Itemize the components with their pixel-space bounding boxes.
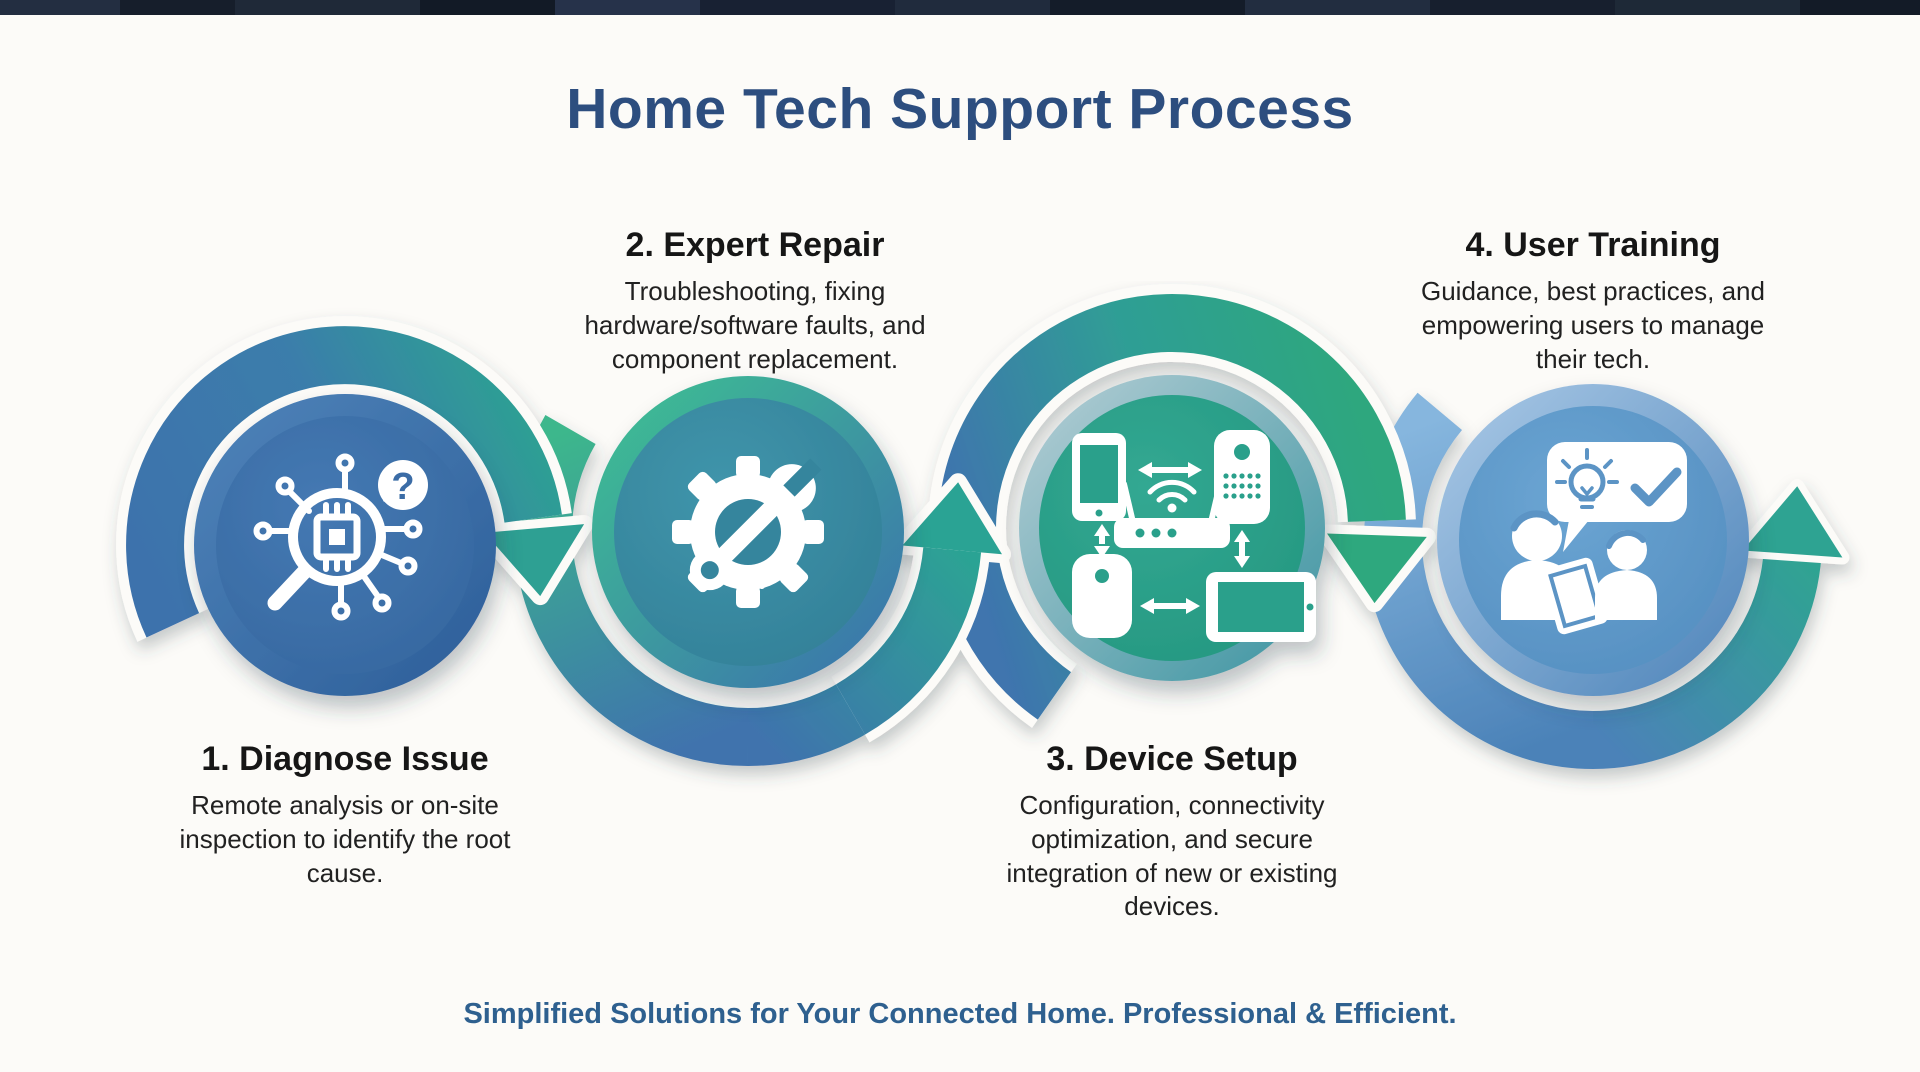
- step-circle-2: [592, 376, 904, 688]
- smartphone-icon: [1072, 433, 1126, 521]
- flow-arrow-4-up: [1742, 486, 1843, 558]
- step-circle-1: ?: [194, 394, 496, 696]
- gear-wrench-icon: [672, 456, 824, 608]
- flow-arcs: [116, 284, 1850, 769]
- step-2-heading: 2. Expert Repair: [625, 226, 885, 264]
- step-circle-4: [1437, 384, 1749, 696]
- step-2-description: Troubleshooting, fixing hardware/softwar…: [584, 276, 926, 374]
- question-bubble-icon: ?: [378, 460, 428, 510]
- decorative-top-strip: [0, 0, 1920, 15]
- tablet-icon: [1206, 572, 1316, 642]
- flow-arrow-2-up: [902, 482, 1002, 555]
- flow-arrow-3-down: [1327, 533, 1427, 604]
- magnifier-circuit-question-icon: ?: [253, 453, 428, 621]
- tagline: Simplified Solutions for Your Connected …: [463, 998, 1457, 1030]
- page-title: Home Tech Support Process: [566, 77, 1354, 141]
- wrench-icon: [689, 458, 822, 591]
- flow-arc-1: [126, 326, 562, 638]
- step-4-block: 4. User Training Guidance, best practice…: [1403, 226, 1783, 376]
- question-mark-glyph: ?: [391, 466, 414, 508]
- cylinder-speaker-icon: [1072, 554, 1132, 638]
- trainee-person-icon: [1595, 529, 1657, 620]
- flow-arrow-1-down: [484, 524, 585, 597]
- step-4-heading: 4. User Training: [1465, 226, 1721, 264]
- flow-arc-2-tip: [835, 546, 982, 735]
- step-circle-3: [1019, 375, 1325, 681]
- step-1-description: Remote analysis or on-site inspection to…: [179, 790, 511, 888]
- lightbulb-icon: [1555, 448, 1619, 509]
- connected-devices-icon: [1072, 430, 1316, 642]
- step-2-block: 2. Expert Repair Troubleshooting, fixing…: [555, 226, 955, 376]
- step-1-block: 1. Diagnose Issue Remote analysis or on-…: [165, 740, 525, 890]
- held-tablet-icon: [1542, 557, 1608, 635]
- step-circles: ?: [194, 375, 1749, 696]
- people-training-icon: [1501, 442, 1687, 635]
- trainer-person-icon: [1501, 510, 1608, 635]
- link-arrows-icon: [1094, 462, 1250, 614]
- step-1-heading: 1. Diagnose Issue: [201, 740, 489, 778]
- wifi-router-icon: [1114, 479, 1230, 548]
- checkmark-icon: [1630, 467, 1682, 507]
- step-3-heading: 3. Device Setup: [1046, 740, 1298, 778]
- step-3-block: 3. Device Setup Configuration, connectiv…: [997, 740, 1347, 924]
- step-4-description: Guidance, best practices, and empowering…: [1421, 276, 1765, 374]
- idea-speech-bubble-icon: [1547, 442, 1687, 552]
- flow-arc-4-right: [1592, 551, 1822, 769]
- smart-speaker-icon: [1214, 430, 1270, 524]
- step-3-description: Configuration, connectivity optimization…: [1006, 790, 1338, 922]
